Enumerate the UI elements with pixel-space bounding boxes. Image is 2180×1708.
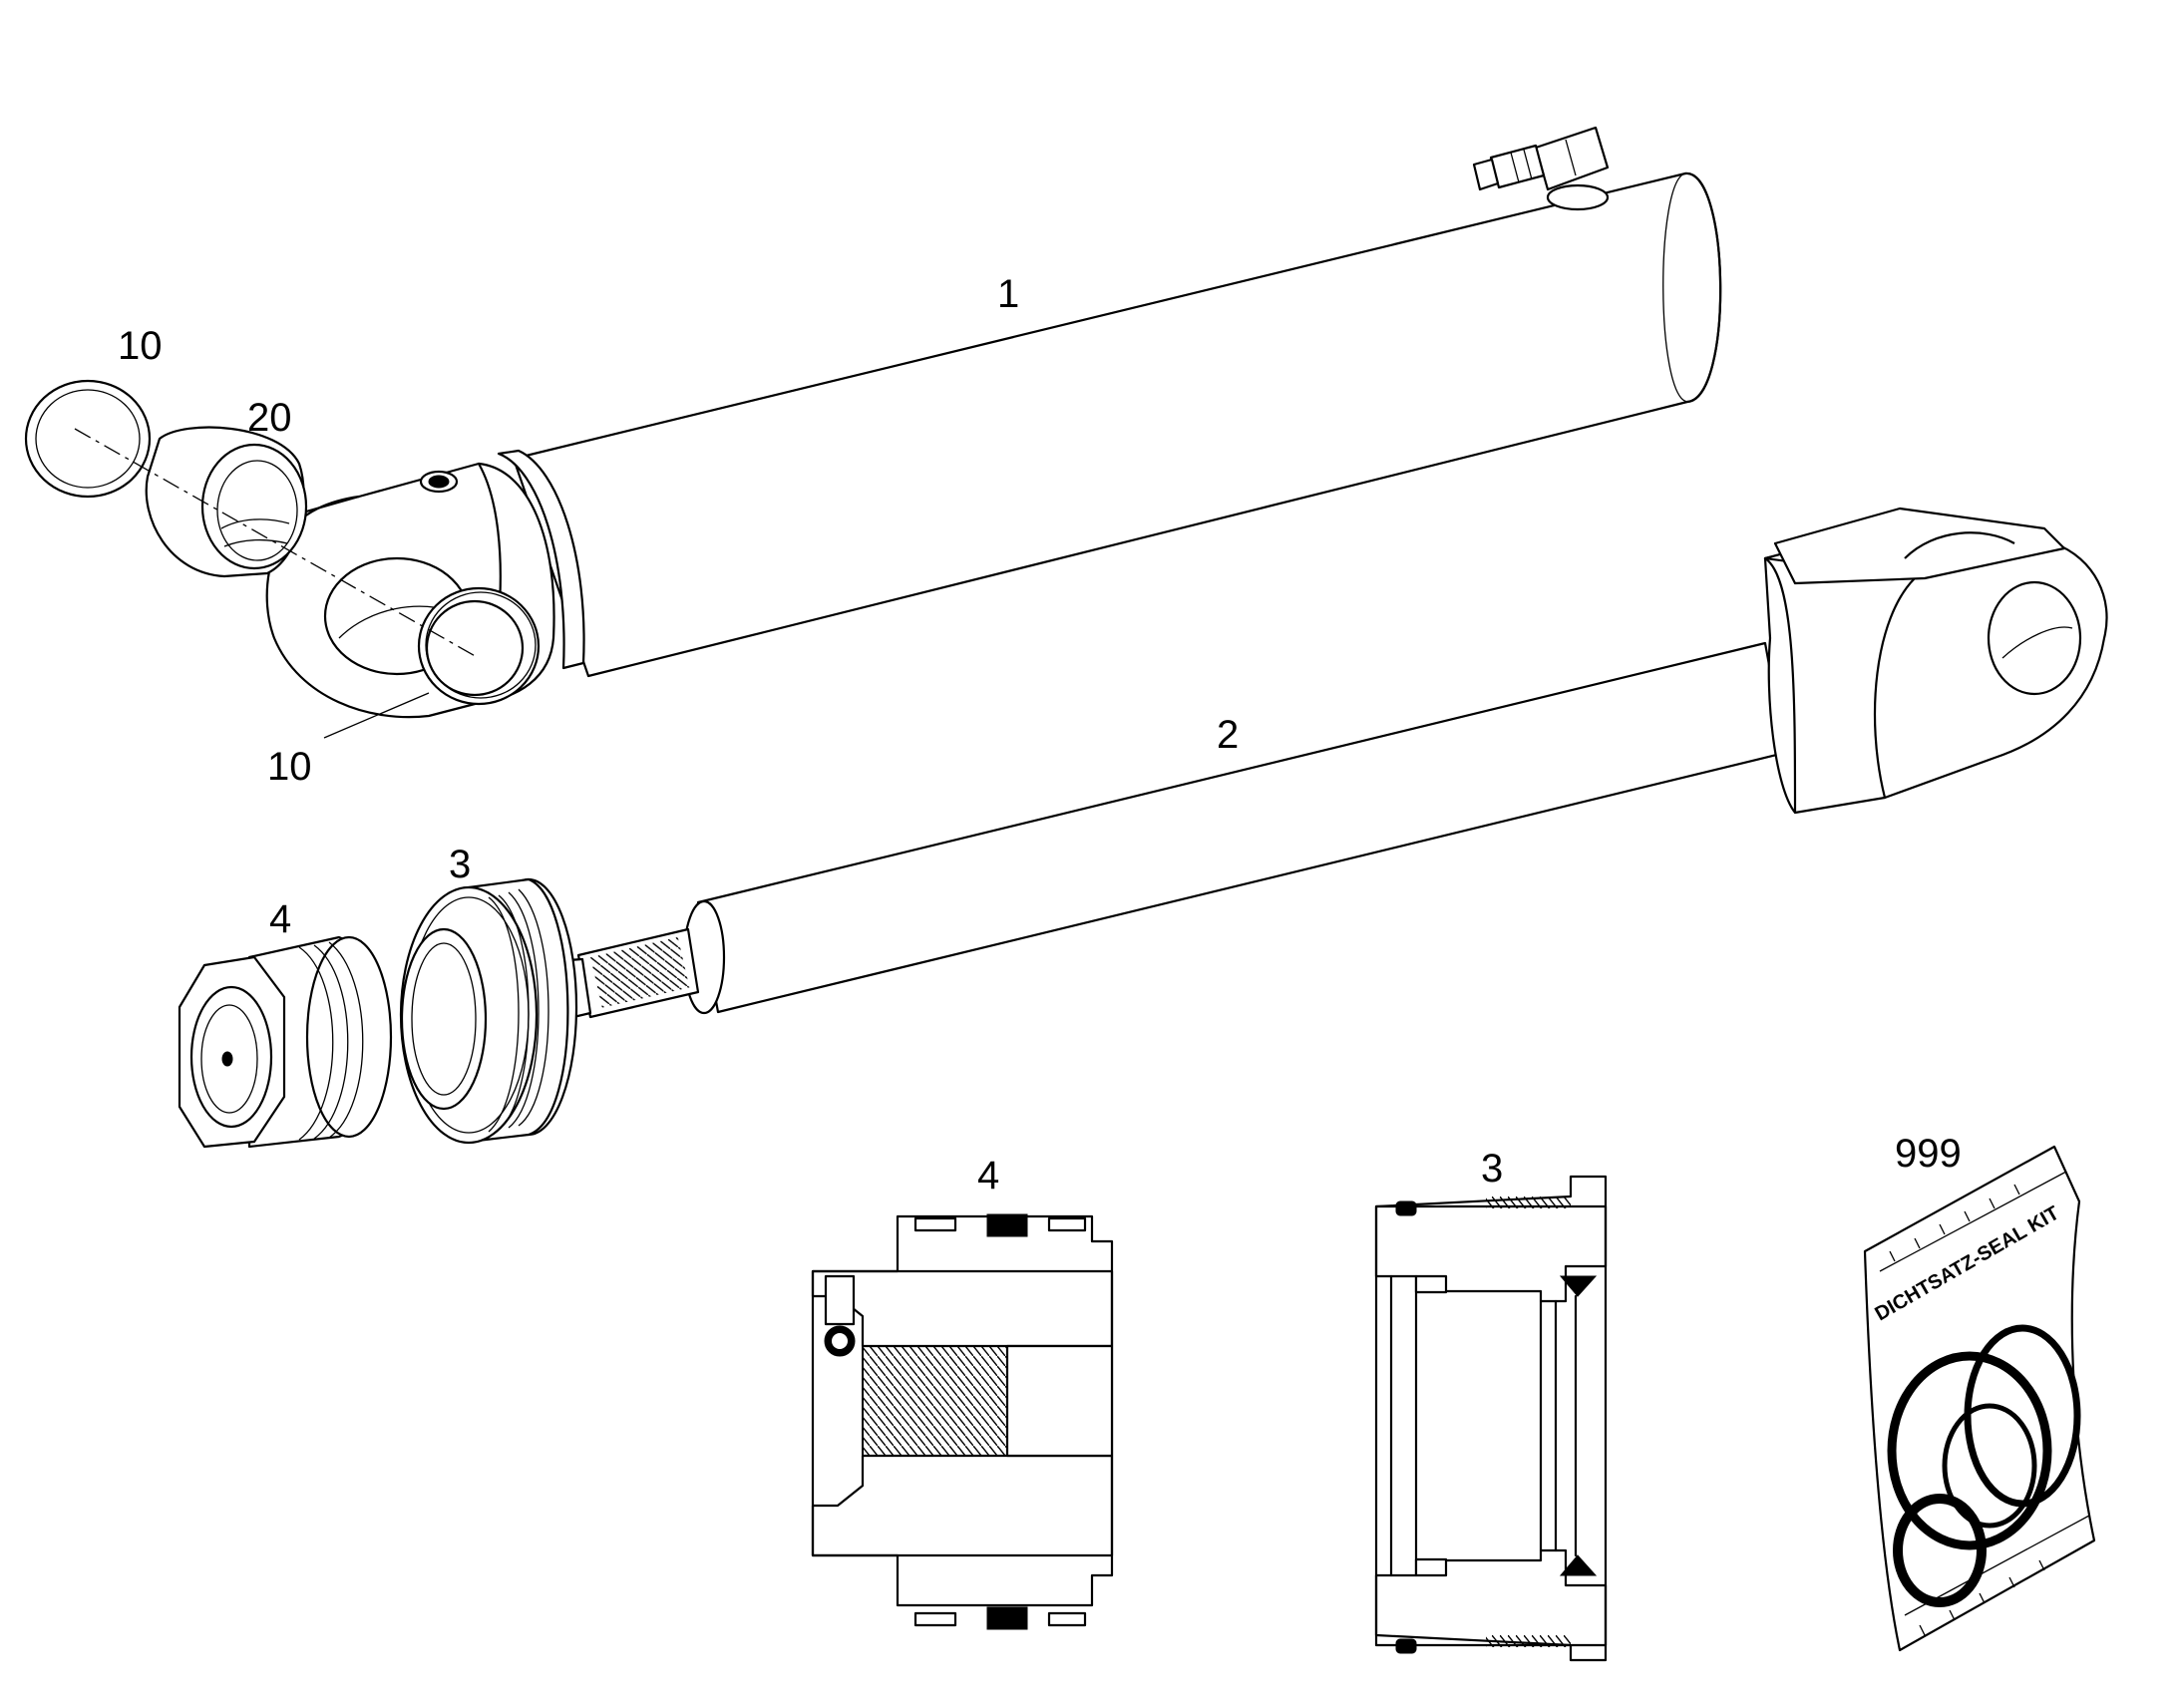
piston-section bbox=[811, 1213, 1114, 1630]
label-piston: 4 bbox=[269, 897, 291, 941]
label-barrel: 1 bbox=[997, 272, 1019, 316]
hydraulic-fitting bbox=[1472, 126, 1610, 211]
bearing-ring-upper bbox=[24, 379, 152, 499]
label-piston-section: 4 bbox=[977, 1154, 999, 1197]
label-ring-lower: 10 bbox=[267, 745, 312, 789]
seal-kit-bag: DICHTSATZ-SEAL KIT bbox=[1863, 1145, 2096, 1652]
label-seal-kit: 999 bbox=[1895, 1132, 1962, 1176]
bearing-ring-lower bbox=[417, 586, 541, 706]
piston-3d bbox=[178, 935, 393, 1149]
label-bushing: 20 bbox=[247, 396, 292, 440]
gland-section bbox=[1374, 1175, 1608, 1662]
bushing bbox=[145, 426, 308, 578]
label-gland-section: 3 bbox=[1481, 1147, 1503, 1191]
piston-rod bbox=[560, 507, 2108, 1019]
leader-line-ring-lower bbox=[323, 692, 430, 739]
label-ring-upper: 10 bbox=[118, 324, 163, 368]
label-rod: 2 bbox=[1217, 713, 1239, 757]
label-gland: 3 bbox=[449, 843, 471, 886]
gland-3d bbox=[399, 877, 578, 1145]
